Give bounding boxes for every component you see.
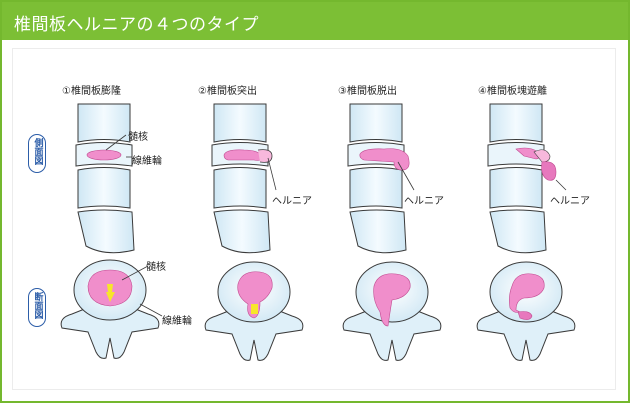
- header-bar: 椎間板ヘルニアの４つのタイプ: [2, 2, 628, 40]
- cross-leader-lines: [121, 265, 163, 317]
- label-hernia-4: ヘルニア: [550, 196, 590, 207]
- cross-section-protrusion: [204, 261, 304, 361]
- side-view-badge: 側面図: [28, 134, 46, 173]
- label-hernia-2: ヘルニア: [272, 196, 312, 207]
- page-title: 椎間板ヘルニアの４つのタイプ: [14, 15, 259, 35]
- side-view-sequestration: [487, 103, 557, 254]
- cross-section-extrusion: [342, 261, 442, 361]
- caption-extrusion: ③椎間板脱出: [338, 86, 397, 97]
- label-annulus-side: 線維輪: [132, 156, 162, 167]
- cross-section-label: 断面図: [32, 292, 43, 319]
- cross-section-bulge: [60, 259, 160, 359]
- side-view-bulge: [75, 103, 135, 254]
- side-view-extrusion: [347, 103, 410, 254]
- cross-section-badge: 断面図: [28, 288, 46, 327]
- side-view-label: 側面図: [32, 138, 43, 165]
- side-leader-lines: [105, 134, 567, 191]
- caption-protrusion: ②椎間板突出: [198, 86, 257, 97]
- label-nucleus-cross: 髄核: [146, 262, 166, 273]
- side-view-protrusion: [211, 103, 273, 254]
- caption-bulge: ①椎間板膨隆: [62, 86, 121, 97]
- label-annulus-cross: 線維輪: [162, 316, 192, 327]
- label-nucleus-side: 髄核: [128, 132, 148, 143]
- label-hernia-3: ヘルニア: [404, 196, 444, 207]
- cross-section-sequestration: [476, 261, 576, 361]
- caption-sequestration: ④椎間板塊遊離: [478, 86, 547, 97]
